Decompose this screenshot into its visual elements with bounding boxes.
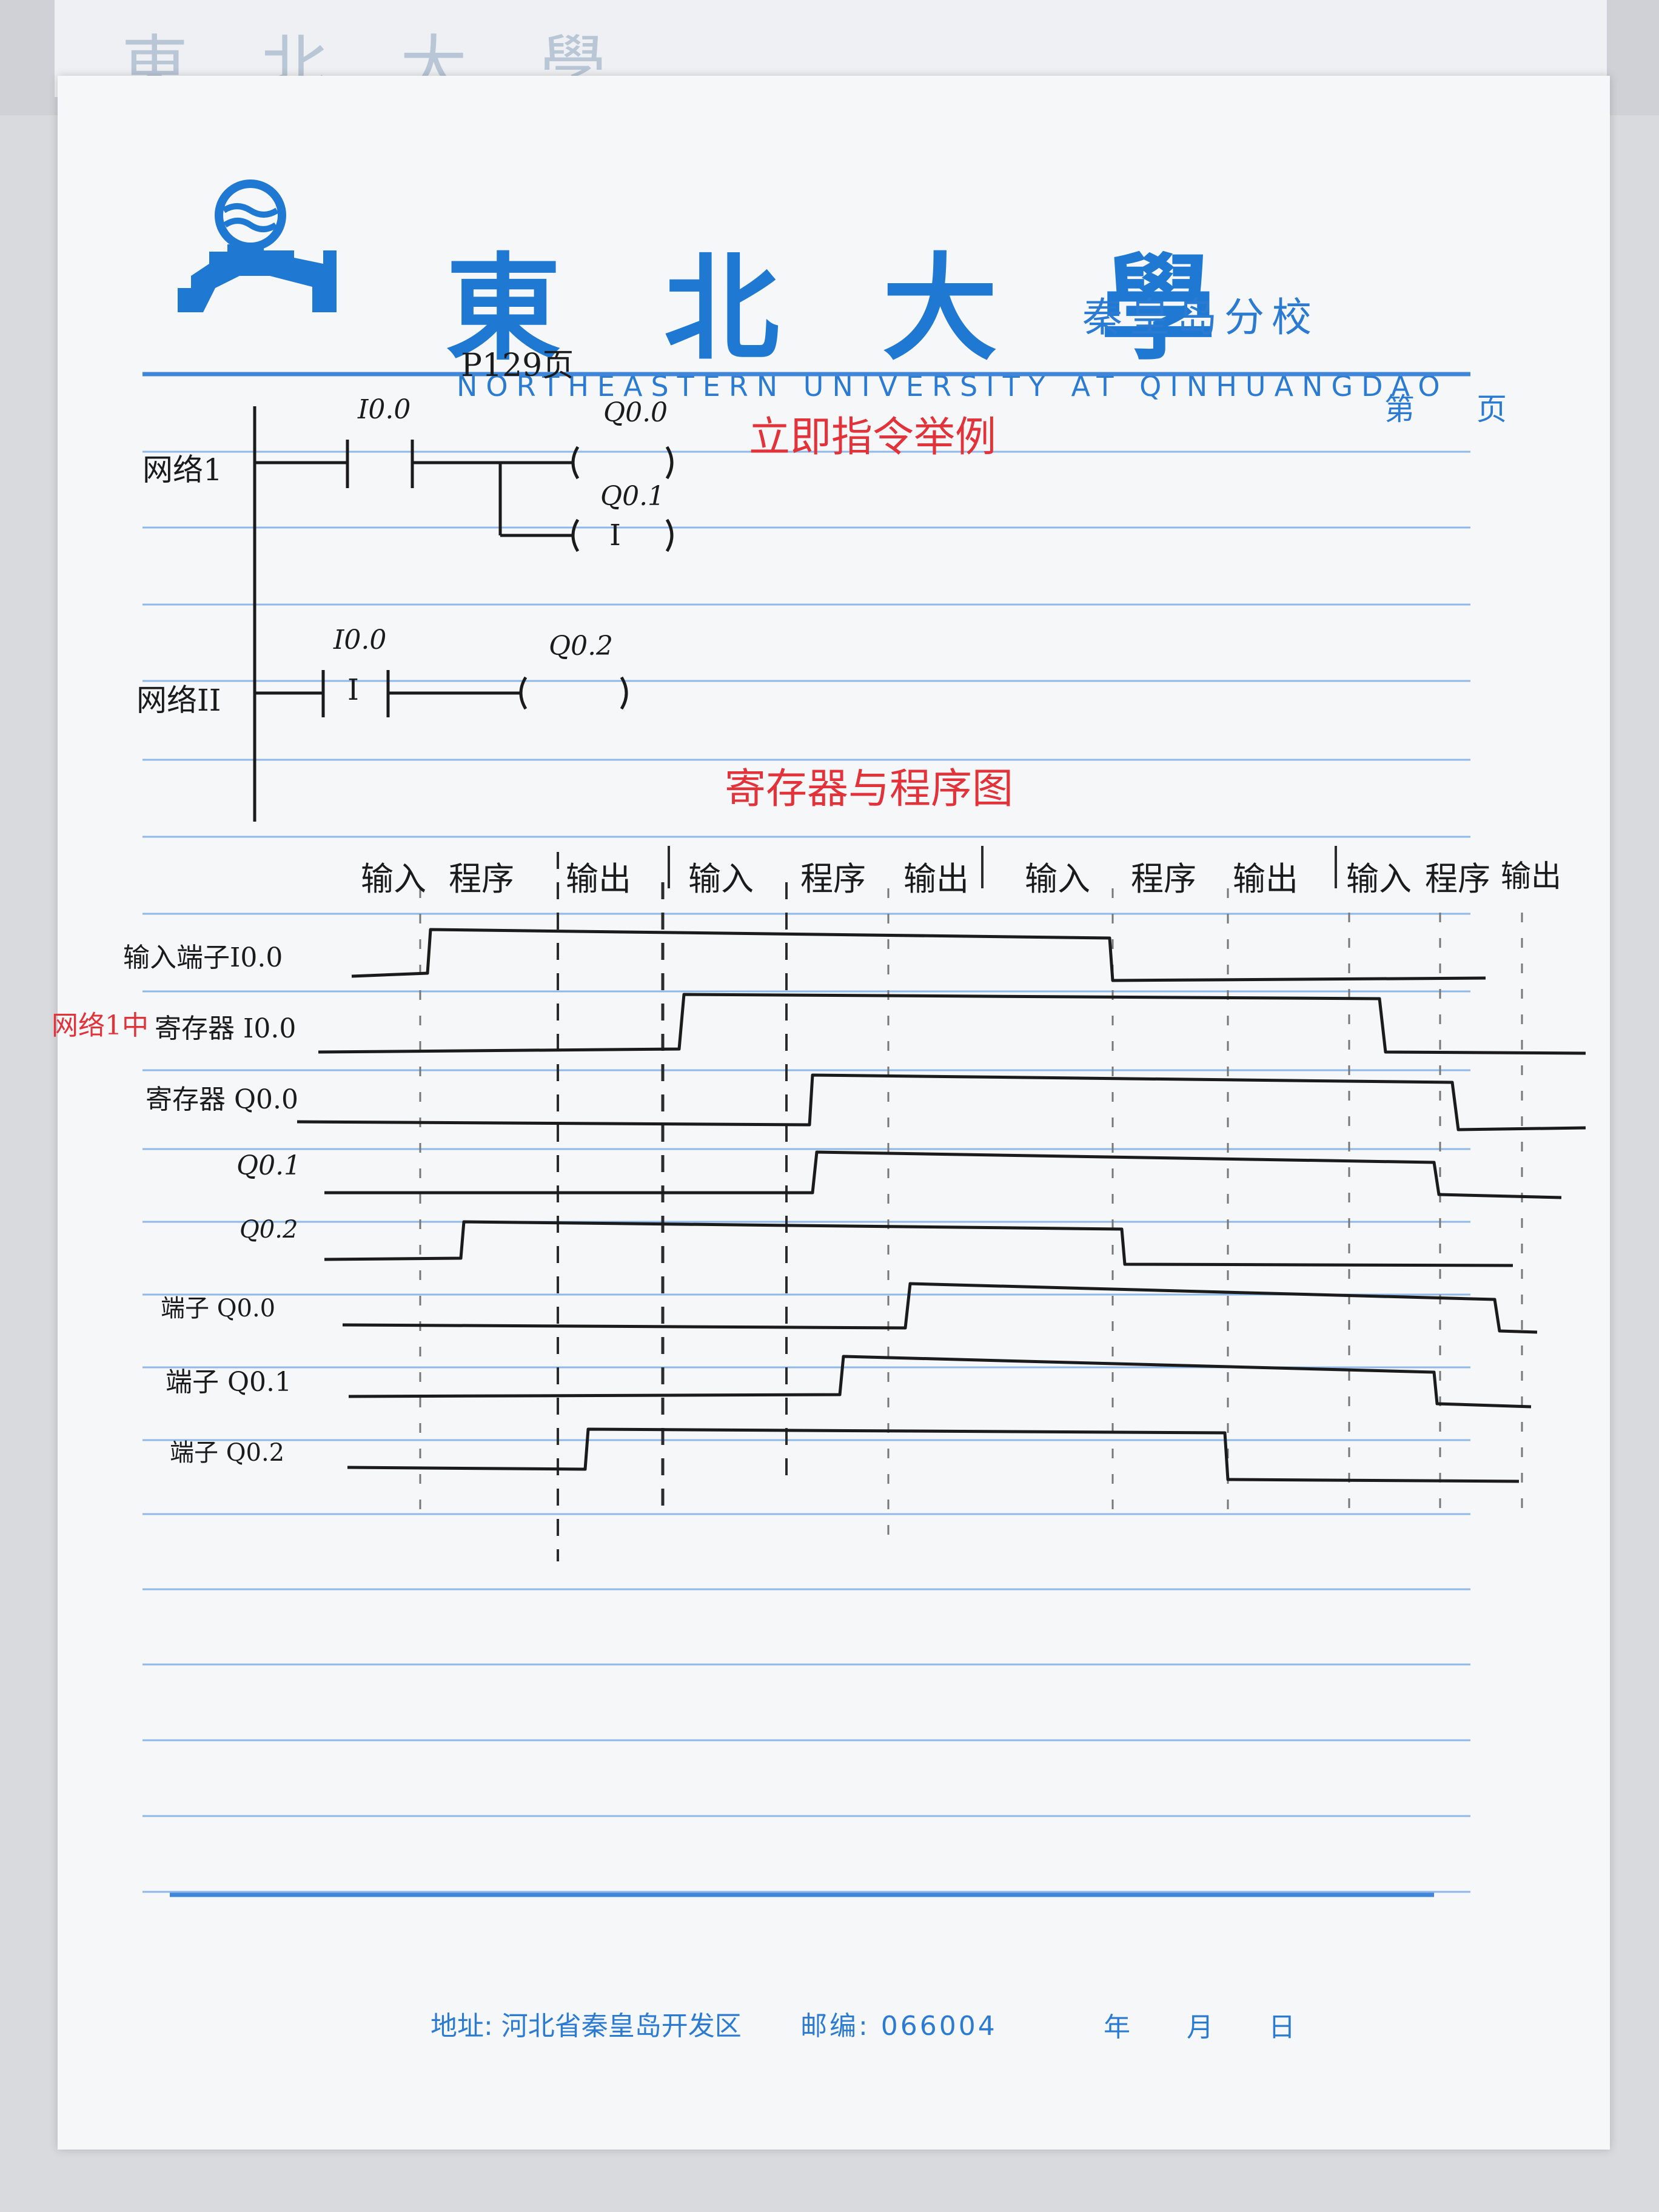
network-2-contact-immediate-mark: I <box>347 673 359 707</box>
wave-terminal-q02 <box>347 1427 1520 1483</box>
coil-q00-right <box>665 446 674 480</box>
campus-name: 秦皇岛分校 <box>1082 294 1319 341</box>
network-1-label: 网络1 <box>142 452 223 488</box>
wave-register-q01 <box>324 1150 1562 1199</box>
footer-month-label: 月 <box>1187 2012 1213 2043</box>
network-1-coil-2-immediate-mark: I <box>609 518 621 552</box>
phase-label: 输出 <box>1501 859 1561 894</box>
coil-q01-right <box>665 518 674 552</box>
phase-label: 输出 <box>566 860 631 898</box>
phase-label: 输入 <box>361 860 426 898</box>
coil-q01-left <box>571 518 580 552</box>
coil-q02-right <box>620 676 628 710</box>
timing-guides <box>419 846 1523 1561</box>
wave-terminal-q00 <box>342 1282 1538 1334</box>
signal-label-input-terminal-i00: 输入端子I0.0 <box>123 942 283 973</box>
footer-postcode: 邮编: 066004 <box>800 2011 997 2042</box>
network-1-coil-1-label: Q0.0 <box>603 397 668 428</box>
phase-label: 程序 <box>449 860 514 898</box>
signal-label-terminal-q00: 端子 Q0.0 <box>161 1295 276 1322</box>
footer-year-label: 年 <box>1104 2012 1130 2043</box>
signal-label-register-i00: 寄存器 I0.0 <box>155 1013 297 1044</box>
wave-register-q02 <box>324 1220 1513 1267</box>
phase-label: 输入 <box>1025 860 1090 898</box>
signal-label-register-q00: 寄存器 Q0.0 <box>146 1084 299 1115</box>
phase-label: 输出 <box>903 860 969 898</box>
network-2-contact-label: I0.0 <box>333 625 387 655</box>
wave-register-q00 <box>297 1073 1586 1131</box>
ladder-diagram <box>253 406 674 822</box>
wave-register-i00 <box>318 993 1586 1055</box>
phase-label: 程序 <box>1131 860 1196 898</box>
signal-label-q02: Q0.2 <box>240 1216 298 1244</box>
network-1-contact-label: I0.0 <box>358 394 411 425</box>
wave-terminal-q01 <box>348 1355 1532 1409</box>
page-number-suffix: 页 <box>1476 392 1507 427</box>
signal-label-q01: Q0.1 <box>236 1150 301 1181</box>
page-number-label: 第 <box>1384 392 1415 427</box>
network-2-label: 网络II <box>136 683 221 718</box>
wave-input-terminal-i00 <box>351 928 1486 982</box>
signal-label-terminal-q01: 端子 Q0.1 <box>166 1367 292 1398</box>
phase-label: 输入 <box>688 860 754 898</box>
coil-q00-left <box>571 446 580 480</box>
heading-timing-diagram: 寄存器与程序图 <box>725 765 1014 813</box>
timing-waveforms <box>297 928 1586 1483</box>
signal-label-terminal-q02: 端子 Q0.2 <box>170 1439 285 1467</box>
footer-day-label: 日 <box>1269 2012 1295 2043</box>
network-2-coil-label: Q0.2 <box>549 631 614 662</box>
university-logo <box>178 179 337 312</box>
heading-immediate-instruction: 立即指令举例 <box>749 414 997 461</box>
notebook-rulings-and-drawings <box>142 372 1586 1897</box>
network-1-side-note: 网络1中 <box>52 1010 149 1041</box>
phase-label: 输出 <box>1233 860 1298 898</box>
page-reference: P129页 <box>461 347 574 384</box>
phase-label: 程序 <box>800 860 866 898</box>
notebook-page: 東北大學 秦皇岛分校 NORTHEASTERN UNIVERSITY AT QI… <box>52 76 1610 2150</box>
network-1-coil-2-label: Q0.1 <box>600 481 665 512</box>
coil-q02-left <box>519 676 528 710</box>
phase-label: 程序 <box>1425 860 1490 898</box>
ruled-lines <box>142 372 1470 1897</box>
phase-label: 输入 <box>1346 860 1412 898</box>
university-name-cn: 東北大學 <box>446 241 1319 376</box>
footer-address: 地址: 河北省秦皇岛开发区 <box>431 2011 742 2042</box>
